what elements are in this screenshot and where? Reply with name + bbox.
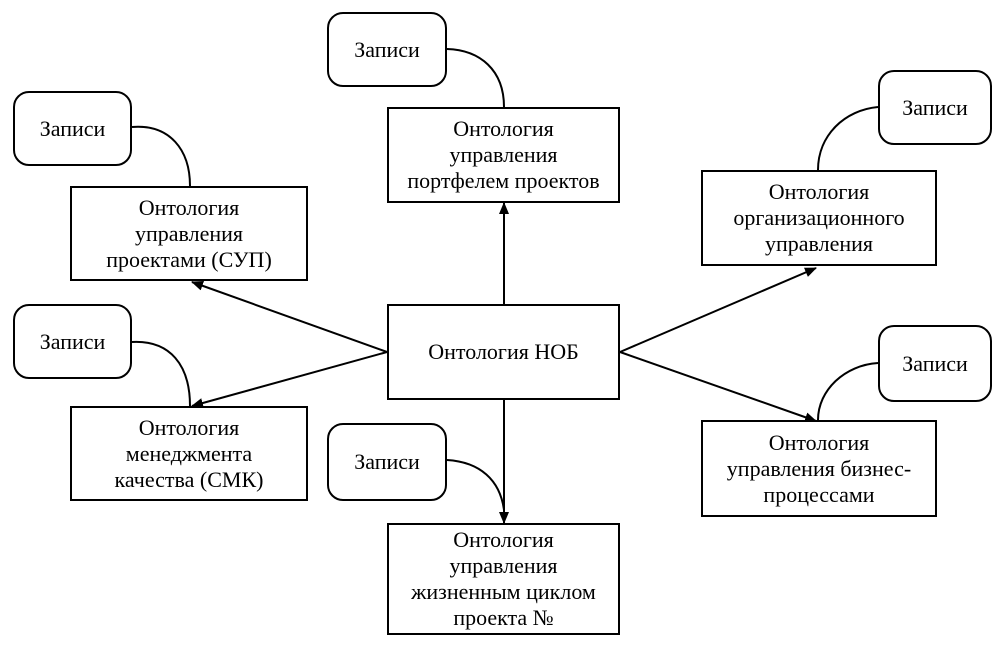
records-note-label: Записи [354, 36, 420, 62]
records-note-label: Записи [39, 115, 106, 141]
ontology-box-sup: Онтология управления проектами (СУП) [70, 186, 308, 281]
ontology-box-bp: Онтология управления бизнес- процессами [701, 420, 937, 517]
ontology-box-portfolio: Онтология управления портфелем проектов [387, 107, 620, 203]
records-note-lifecycle: Записи [327, 423, 447, 501]
arrow-to-org [619, 267, 817, 353]
ontology-label-org: Онтология организационного управления [733, 179, 905, 256]
ontology-label-sup: Онтология управления проектами (СУП) [106, 194, 272, 272]
arrow-to-smk [191, 351, 388, 408]
ontology-box-smk: Онтология менеджмента качества (СМК) [70, 406, 308, 501]
records-note-label: Записи [39, 328, 106, 354]
records-note-sup: Записи [13, 91, 132, 166]
note-link-bp [817, 362, 879, 421]
ontology-box-lifecycle: Онтология управления жизненным циклом пр… [387, 523, 620, 635]
records-note-label: Записи [354, 449, 420, 474]
records-note-bp: Записи [878, 325, 992, 402]
records-note-label: Записи [902, 350, 968, 376]
records-note-portfolio: Записи [327, 12, 447, 87]
arrow-to-bp [619, 351, 817, 423]
note-link-org [817, 106, 879, 171]
center-ontology-box: Онтология НОБ [387, 304, 620, 400]
ontology-label-smk: Онтология менеджмента качества (СМК) [114, 414, 264, 492]
ontology-box-org: Онтология организационного управления [701, 170, 937, 266]
records-note-org: Записи [878, 70, 992, 145]
note-link-lifecycle [446, 459, 505, 511]
note-link-smk [131, 340, 191, 407]
ontology-label-bp: Онтология управления бизнес- процессами [726, 429, 912, 507]
ontology-label-lifecycle: Онтология управления жизненным циклом пр… [411, 527, 596, 630]
center-ontology-label: Онтология НОБ [428, 339, 579, 364]
ontology-label-portfolio: Онтология управления портфелем проектов [407, 116, 600, 193]
records-note-label: Записи [902, 94, 968, 120]
note-link-sup [131, 125, 191, 187]
arrow-to-sup [191, 281, 388, 353]
note-link-portfolio [446, 48, 505, 108]
records-note-smk: Записи [13, 304, 132, 379]
